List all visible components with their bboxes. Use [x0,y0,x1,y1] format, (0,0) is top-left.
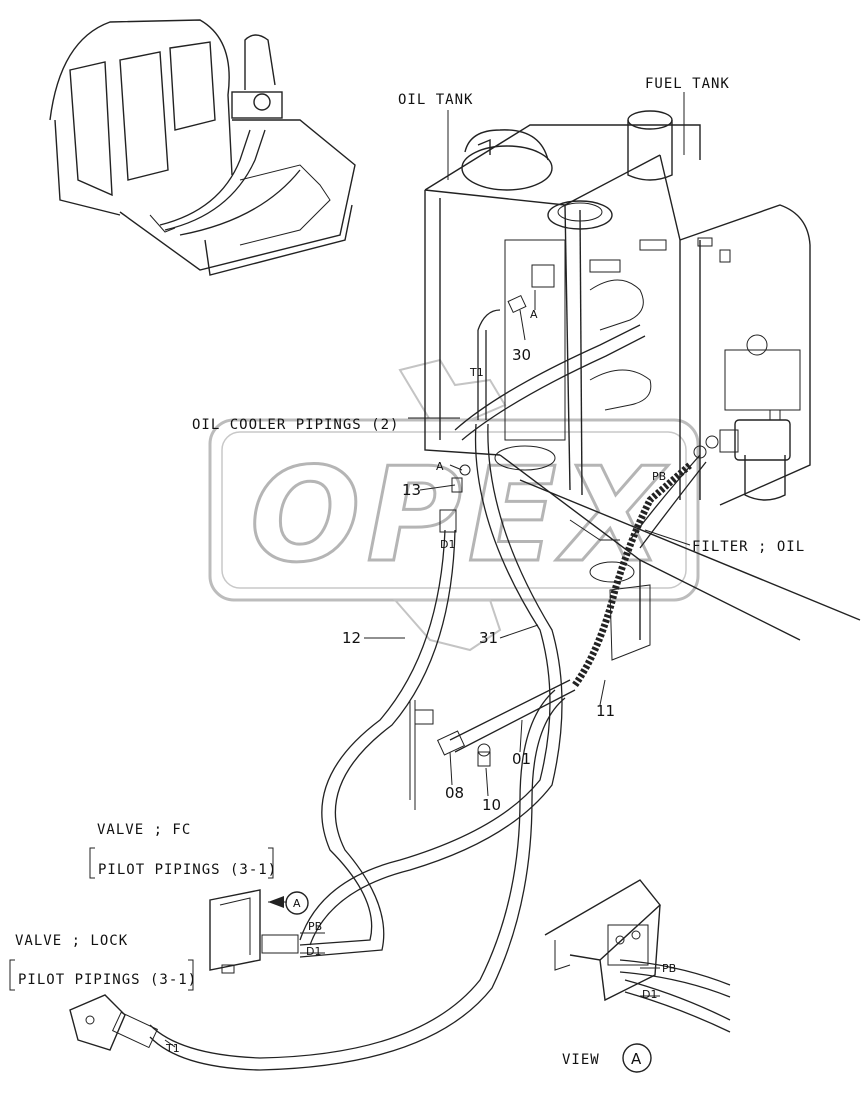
opex-watermark: OPEX [208,358,700,652]
fittings [436,294,527,767]
ref-arrow-icon [268,896,284,908]
callout-13: 13 [402,481,421,499]
ref-circle-a [285,891,309,915]
port-d1-mid: D1 [440,538,455,551]
label-valve-fc: VALVE ; FC [97,822,191,838]
oil-filter-illustration [693,410,791,501]
label-filter-oil: FILTER ; OIL [692,539,805,555]
ref-circle-letter: A [293,897,301,910]
label-fuel-tank: FUEL TANK [645,76,730,92]
frame-structure [409,445,861,810]
port-t1-top: T1 [469,366,484,379]
view-circle-a [622,1043,652,1073]
label-view: VIEW [562,1052,600,1068]
callout-31: 31 [479,629,498,647]
port-d1-view: D1 [642,988,657,1001]
label-valve-lock: VALVE ; LOCK [15,933,128,949]
valve-lock-illustration [69,994,159,1051]
view-circle-letter: A [631,1050,642,1068]
view-a-detail-illustration [544,879,731,1033]
port-pb-fc: PB [308,920,322,933]
port-t1-lock: T1 [165,1042,180,1055]
valve-fc-illustration [209,889,299,974]
port-d1-fc: D1 [306,945,321,958]
label-oil-cooler-pipings: OIL COOLER PIPINGS (2) [192,417,399,433]
port-a-top: A [530,308,538,321]
label-oil-tank: OIL TANK [398,92,473,108]
reference-brackets [9,847,274,991]
callout-01: 01 [512,750,531,768]
watermark-frame-inner [221,431,687,589]
watermark-gear-icon [392,358,507,652]
callout-12: 12 [342,629,361,647]
callout-11: 11 [596,702,615,720]
port-pb-view: PB [662,962,676,975]
port-a-mid: A [436,460,444,473]
port-pb-filter: PB [652,470,666,483]
hose-assembly [149,309,707,1071]
fuel-tank-illustration [627,110,811,506]
excavator-inset-illustration [49,19,356,276]
callout-10: 10 [482,796,501,814]
label-pilot-pipings-lock: PILOT PIPINGS (3-1) [18,972,197,988]
label-pilot-pipings-fc: PILOT PIPINGS (3-1) [98,862,277,878]
callout-08: 08 [445,784,464,802]
leader-lines [164,92,691,1048]
callout-30: 30 [512,346,531,364]
